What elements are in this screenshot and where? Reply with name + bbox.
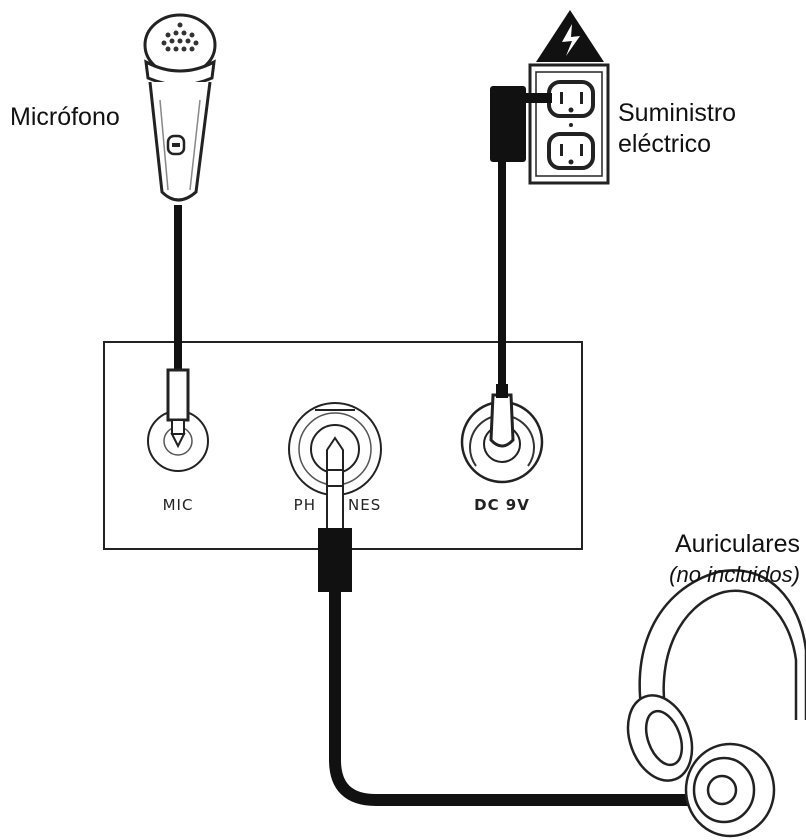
phones-port-label-left: PH (294, 496, 316, 514)
headphone-cable (329, 590, 702, 806)
microphone-label: Micrófono (10, 103, 120, 131)
dc-port-label: DC 9V (474, 496, 530, 514)
headphones-note: (no incluidos) (669, 562, 800, 587)
microphone-icon (143, 13, 217, 372)
dc-jack (460, 384, 544, 484)
headphones-label: Auriculares (675, 530, 800, 558)
power-label-line2: eléctrico (618, 130, 711, 158)
power-label-line1: Suministro (618, 99, 736, 127)
warning-bolt-icon (536, 10, 604, 62)
power-adapter-icon (490, 86, 552, 392)
jack-plug-icon (318, 436, 352, 592)
wall-outlet-icon (528, 63, 610, 185)
phones-port-label-right: NES (348, 496, 381, 514)
jack-plug-icon (166, 368, 190, 449)
mic-port-label: MIC (163, 496, 194, 514)
headphones-icon (626, 569, 806, 838)
